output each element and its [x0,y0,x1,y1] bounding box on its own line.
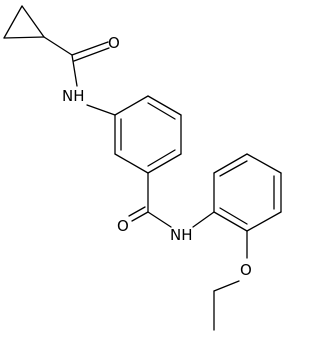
bond [131,211,149,222]
top-amide-group [43,36,116,116]
carbonyl-oxygen-top-label: O [108,34,120,52]
bond [147,211,172,228]
bond [213,153,248,174]
bond [147,153,182,174]
carbonyl-oxygen-middle-label: O [117,217,129,235]
bond [43,36,73,56]
bond [71,54,78,87]
structure-canvas: O NH O NH O [3,5,282,331]
bond [114,153,149,174]
middle-amide-group [128,172,215,228]
ether-oxygen-label: O [240,261,252,279]
bond [147,149,176,167]
cyclopropyl-ring [3,5,45,39]
bond [213,211,248,232]
ethoxyphenyl-ring [213,153,282,232]
bond [128,206,146,217]
bond [3,36,45,39]
bond [192,211,215,228]
bond [73,47,110,62]
bond [147,102,176,120]
bond [246,211,282,232]
bond [114,95,149,116]
bond [219,160,248,177]
bond [219,207,248,225]
bond [213,280,240,292]
bond [71,41,109,56]
amide-nitrogen-top-label: NH [62,87,85,105]
bond [246,153,282,174]
amide-nitrogen-middle-label: NH [170,226,193,244]
ethoxy-group [213,230,248,331]
bond [86,104,116,116]
bond [3,5,23,39]
bond [147,95,182,116]
bond [21,5,45,38]
central-benzene-ring [114,95,182,174]
